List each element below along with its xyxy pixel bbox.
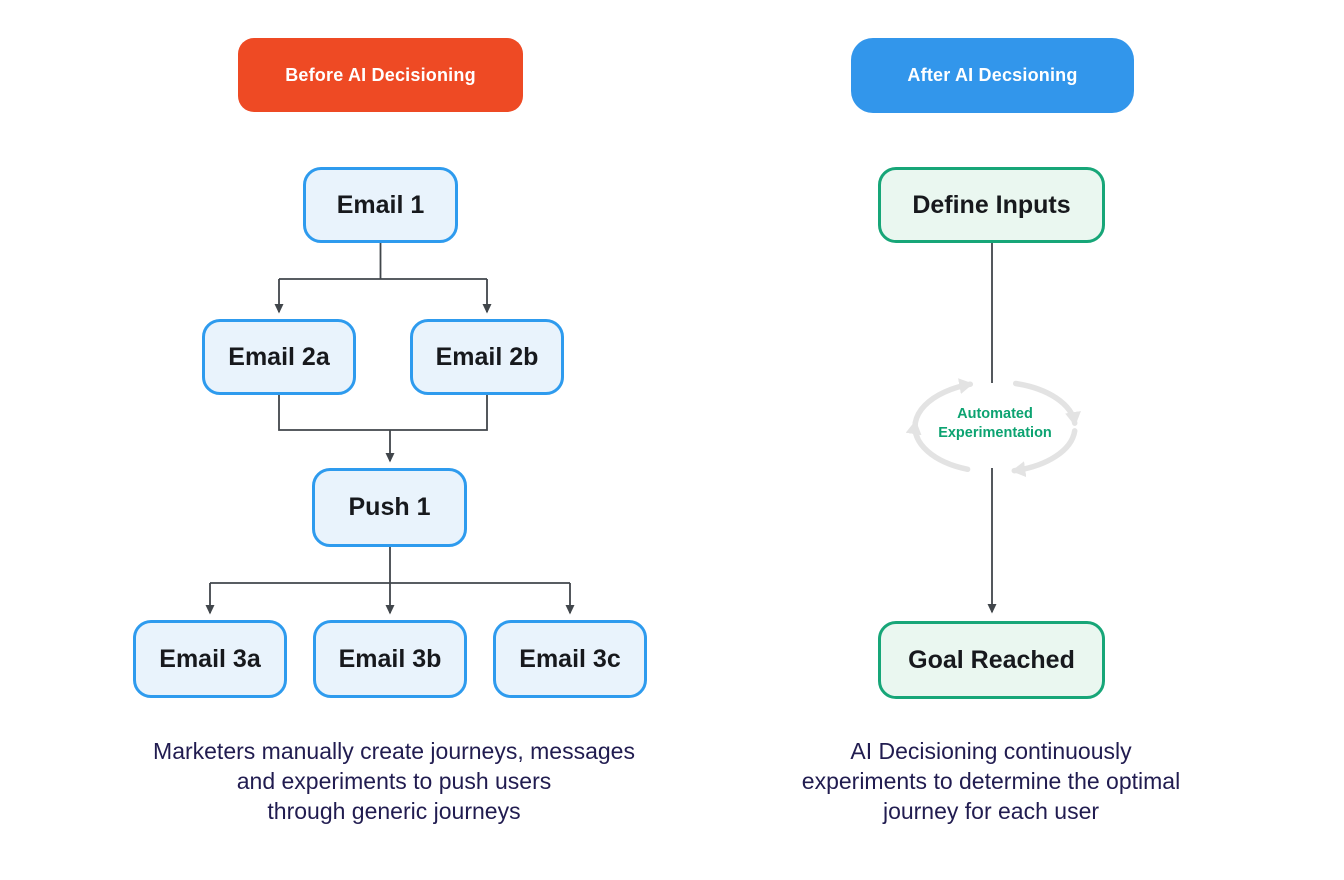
node-email-3c: Email 3c: [493, 620, 647, 698]
left-flow-connectors: [205, 243, 575, 615]
after-ai-badge: After AI Decsioning: [851, 38, 1134, 113]
before-caption-line: and experiments to push users: [236, 768, 552, 794]
after-caption-line: journey for each user: [882, 798, 1100, 824]
node-email-3a: Email 3a: [133, 620, 287, 698]
node-define-inputs: Define Inputs: [878, 167, 1105, 243]
before-caption-line: Marketers manually create journeys, mess…: [153, 738, 635, 764]
node-goal-reached: Goal Reached: [878, 621, 1105, 699]
node-email-2b: Email 2b: [410, 319, 564, 395]
before-caption: Marketers manually create journeys, mess…: [94, 736, 694, 826]
experimentation-loop-icon: [905, 378, 1081, 478]
before-caption-line: through generic journeys: [267, 798, 521, 824]
node-email-3b: Email 3b: [313, 620, 467, 698]
loop-label-line: Automated: [957, 406, 1033, 422]
after-caption-line: AI Decisioning continuously: [850, 738, 1132, 764]
after-caption: AI Decisioning continuously experiments …: [741, 736, 1241, 826]
node-email-1: Email 1: [303, 167, 458, 243]
before-ai-badge: Before AI Decisioning: [238, 38, 523, 112]
loop-label-line: Experimentation: [938, 425, 1052, 441]
node-push-1: Push 1: [312, 468, 467, 547]
automated-experimentation-label: Automated Experimentation: [915, 405, 1075, 443]
node-email-2a: Email 2a: [202, 319, 356, 395]
after-caption-line: experiments to determine the optimal: [801, 768, 1181, 794]
